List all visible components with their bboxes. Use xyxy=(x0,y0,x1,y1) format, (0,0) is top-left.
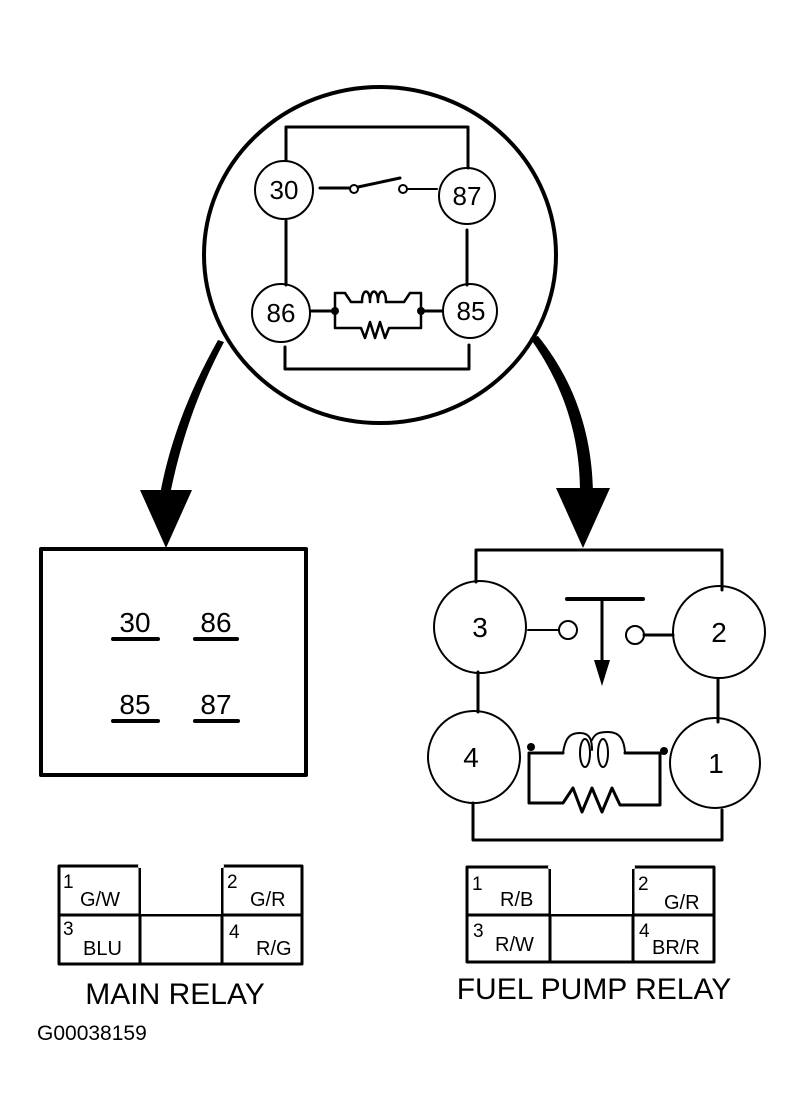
terminal-87-circle xyxy=(438,167,496,225)
terminal-2-circle xyxy=(672,585,766,679)
main-wire-1: G/W xyxy=(80,889,120,911)
fp-pin-3: 3 xyxy=(473,921,484,942)
fp-switch xyxy=(527,597,675,686)
frame-bottom xyxy=(283,343,471,371)
main-wire-4: R/G xyxy=(256,938,292,960)
terminal-86-circle xyxy=(251,283,311,343)
main-pin-4: 4 xyxy=(229,922,240,943)
generic-relay-magnifier xyxy=(202,85,558,425)
main-relay-connector xyxy=(57,864,304,966)
arrow-to-fuel-pump-relay xyxy=(530,336,610,548)
fuel-pump-relay-connector xyxy=(465,865,716,964)
figure-code: G00038159 xyxy=(37,1022,147,1045)
fp-wire-3: R/W xyxy=(495,934,534,956)
fuel-pump-relay-schematic xyxy=(427,548,766,842)
main-wire-2: G/R xyxy=(250,889,286,911)
terminal-2-label: 2 xyxy=(711,617,727,648)
main-relay-body xyxy=(39,547,308,777)
terminal-4-circle xyxy=(427,710,521,804)
main-face-87: 87 xyxy=(200,689,231,720)
coil-resistor xyxy=(309,290,444,340)
terminal-3-circle xyxy=(433,580,527,674)
fp-coil-resistor xyxy=(527,731,668,814)
fuel-pump-relay-title: FUEL PUMP RELAY xyxy=(457,973,732,1006)
arrow-to-main-relay xyxy=(140,340,224,548)
fp-pin-2: 2 xyxy=(638,874,649,895)
main-face-85: 85 xyxy=(119,689,150,720)
terminal-30-label: 30 xyxy=(270,175,299,205)
terminal-87-label: 87 xyxy=(453,181,482,211)
terminal-1-label: 1 xyxy=(708,748,724,779)
fp-pin-1: 1 xyxy=(472,874,483,895)
main-face-30: 30 xyxy=(119,607,150,638)
main-relay-title: MAIN RELAY xyxy=(85,978,265,1011)
fp-pin-4: 4 xyxy=(639,921,650,942)
terminal-3-label: 3 xyxy=(472,612,488,643)
fp-wire-1: R/B xyxy=(500,889,533,911)
terminal-4-label: 4 xyxy=(463,742,479,773)
main-face-86: 86 xyxy=(200,607,231,638)
terminal-85-label: 85 xyxy=(457,296,486,326)
fp-frame-top xyxy=(474,548,724,592)
terminal-86-label: 86 xyxy=(267,298,296,328)
main-pin-1: 1 xyxy=(63,872,74,893)
main-wire-3: BLU xyxy=(83,938,122,960)
main-relay-face xyxy=(39,547,308,777)
fp-frame-bottom xyxy=(471,801,724,842)
main-pin-3: 3 xyxy=(63,919,74,940)
frame-top xyxy=(284,125,470,170)
main-pin-2: 2 xyxy=(227,872,238,893)
switch-contact xyxy=(318,176,438,194)
terminal-1-circle xyxy=(669,717,761,809)
fp-wire-2: G/R xyxy=(664,892,700,914)
magnifier-circle xyxy=(202,85,558,425)
fp-wire-4: BR/R xyxy=(652,937,700,959)
terminal-30-circle xyxy=(254,160,314,220)
